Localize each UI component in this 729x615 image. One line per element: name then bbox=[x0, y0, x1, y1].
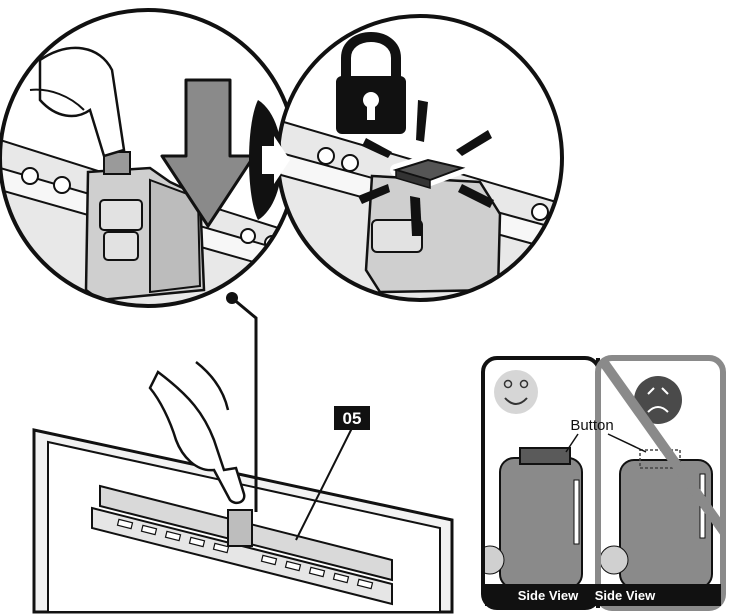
arrow-down-icon bbox=[160, 78, 256, 228]
caption-side-view-left: Side View bbox=[518, 588, 579, 603]
caption-side-view-right: Side View bbox=[595, 588, 656, 603]
side-view-inset: Button Side View Side View bbox=[481, 355, 726, 611]
detail-circle-locked bbox=[276, 14, 564, 302]
step-callout: 05 bbox=[295, 406, 370, 541]
pointing-hand bbox=[148, 361, 246, 505]
button-label: Button bbox=[570, 417, 613, 434]
tv-illustration bbox=[32, 361, 454, 614]
leader-dot bbox=[226, 292, 238, 304]
cross-out-line bbox=[597, 358, 723, 543]
click-burst bbox=[358, 100, 494, 236]
step-number: 05 bbox=[343, 409, 362, 428]
leader-line bbox=[231, 296, 258, 512]
frown-face-icon bbox=[634, 376, 682, 424]
arrow-right-icon bbox=[249, 100, 290, 220]
wall-bracket bbox=[91, 484, 393, 606]
lock-icon bbox=[336, 32, 406, 134]
smiley-face-icon bbox=[494, 370, 538, 414]
